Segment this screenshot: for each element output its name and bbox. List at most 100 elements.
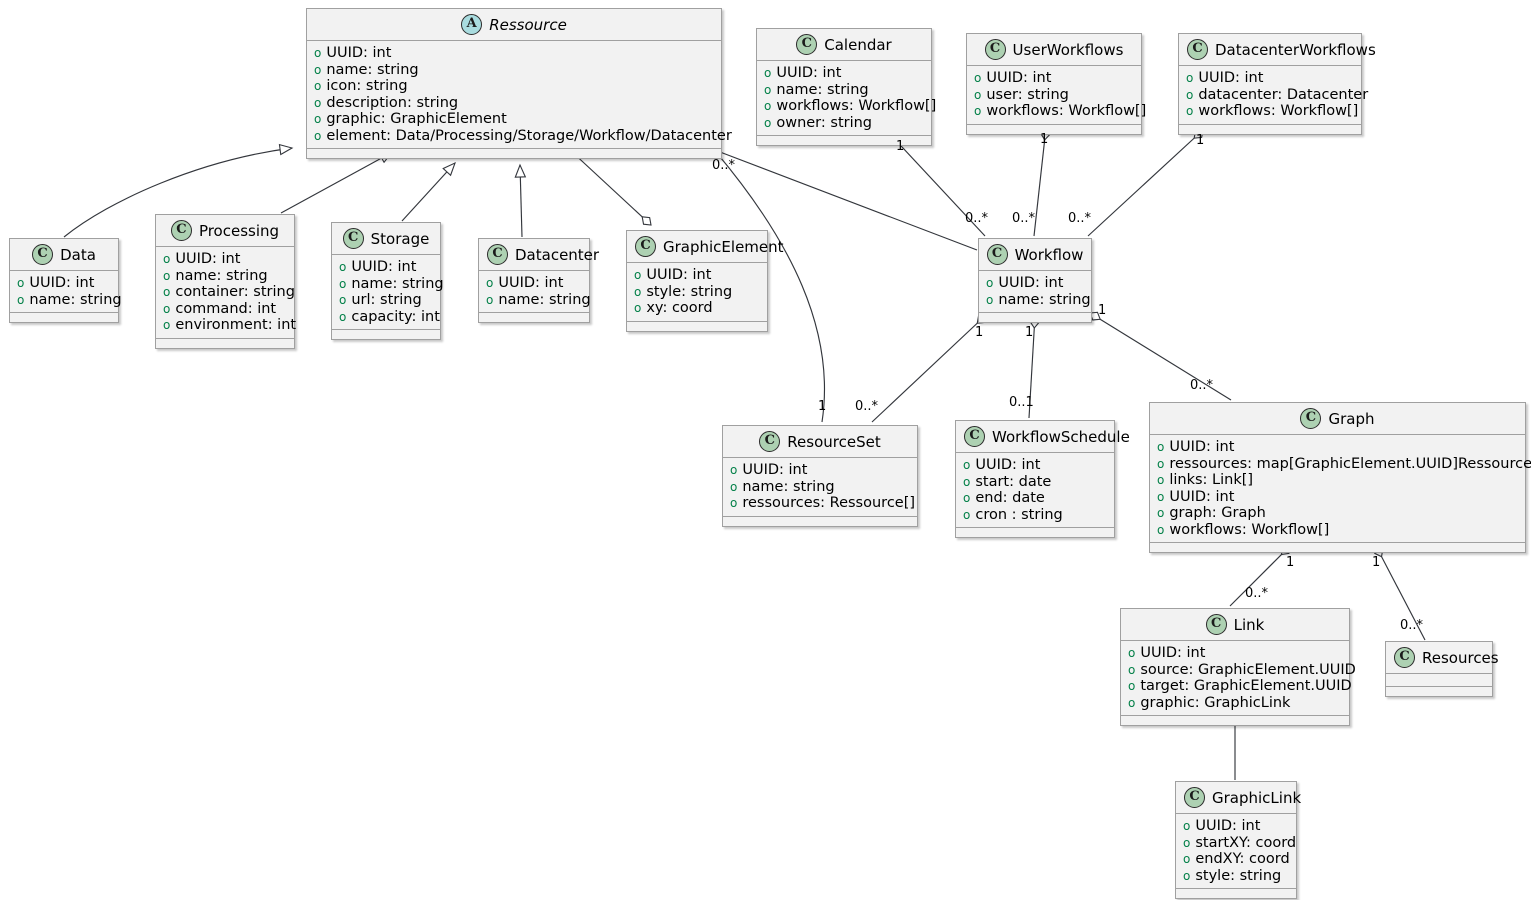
attribute-text: graphic: GraphicLink [1140,694,1291,711]
visibility-public-icon: o [17,276,25,290]
visibility-public-icon: o [1183,835,1191,850]
attribute-text: environment: int [175,317,297,333]
class-methods-data [10,313,118,322]
multiplicity-label: 1 [818,399,827,414]
visibility-public-icon: o [339,276,347,291]
attribute-text: UUID: int [29,275,95,291]
visibility-public-icon: o [634,284,642,299]
visibility-public-icon: o [486,276,494,290]
class-methods-graph [1150,543,1525,552]
class-name: Datacenter [515,245,600,264]
multiplicity-label: 1 [975,325,984,340]
visibility-public-icon: o [963,474,971,489]
class-methods-graphiclink [1176,889,1296,898]
visibility-public-icon: o [974,87,982,102]
multiplicity-label: 0..* [1245,586,1269,601]
attribute-text: name: string [326,61,419,78]
visibility-public-icon: o [1186,104,1194,118]
multiplicity-label: 1 [1098,303,1107,318]
attribute-text: name: string [175,267,268,284]
multiplicity-label: 0..* [1068,211,1092,226]
visibility-public-icon: o [1183,819,1191,833]
class-icon: C [1394,647,1415,668]
class-methods-graphicelement [627,321,767,331]
attribute-text: start: date [975,473,1052,490]
attribute-text: workflows: Workflow[] [1169,521,1330,538]
attribute-text: url: string [351,292,422,308]
class-attributes-resources [1386,674,1492,687]
attribute-text: name: string [29,291,122,308]
class-name: ResourceSet [787,432,881,451]
visibility-public-icon: o [163,268,171,283]
attribute-text: target: GraphicElement.UUID [1140,678,1352,694]
class-icon: C [487,244,508,265]
visibility-public-icon: o [730,479,738,494]
edge-ressource-graphicelement [569,149,652,226]
attribute-text: end: date [975,490,1045,506]
attribute-text: startXY: coord [1195,834,1297,851]
visibility-public-icon: o [730,463,738,477]
attribute-text: workflows: Workflow[] [986,103,1147,119]
attribute-text: UUID: int [998,275,1064,291]
class-name: GraphicLink [1212,788,1302,807]
attribute-text: UUID: int [776,65,842,81]
visibility-public-icon: o [314,79,322,93]
visibility-public-icon: o [1128,646,1136,660]
multiplicity-label: 1 [896,139,905,154]
visibility-public-icon: o [963,491,971,505]
class-methods-link [1121,716,1349,725]
visibility-public-icon: o [163,318,171,332]
visibility-public-icon: o [1128,679,1136,693]
attribute-text: style: string [1195,867,1282,884]
multiplicity-label: 0..* [1400,618,1424,633]
